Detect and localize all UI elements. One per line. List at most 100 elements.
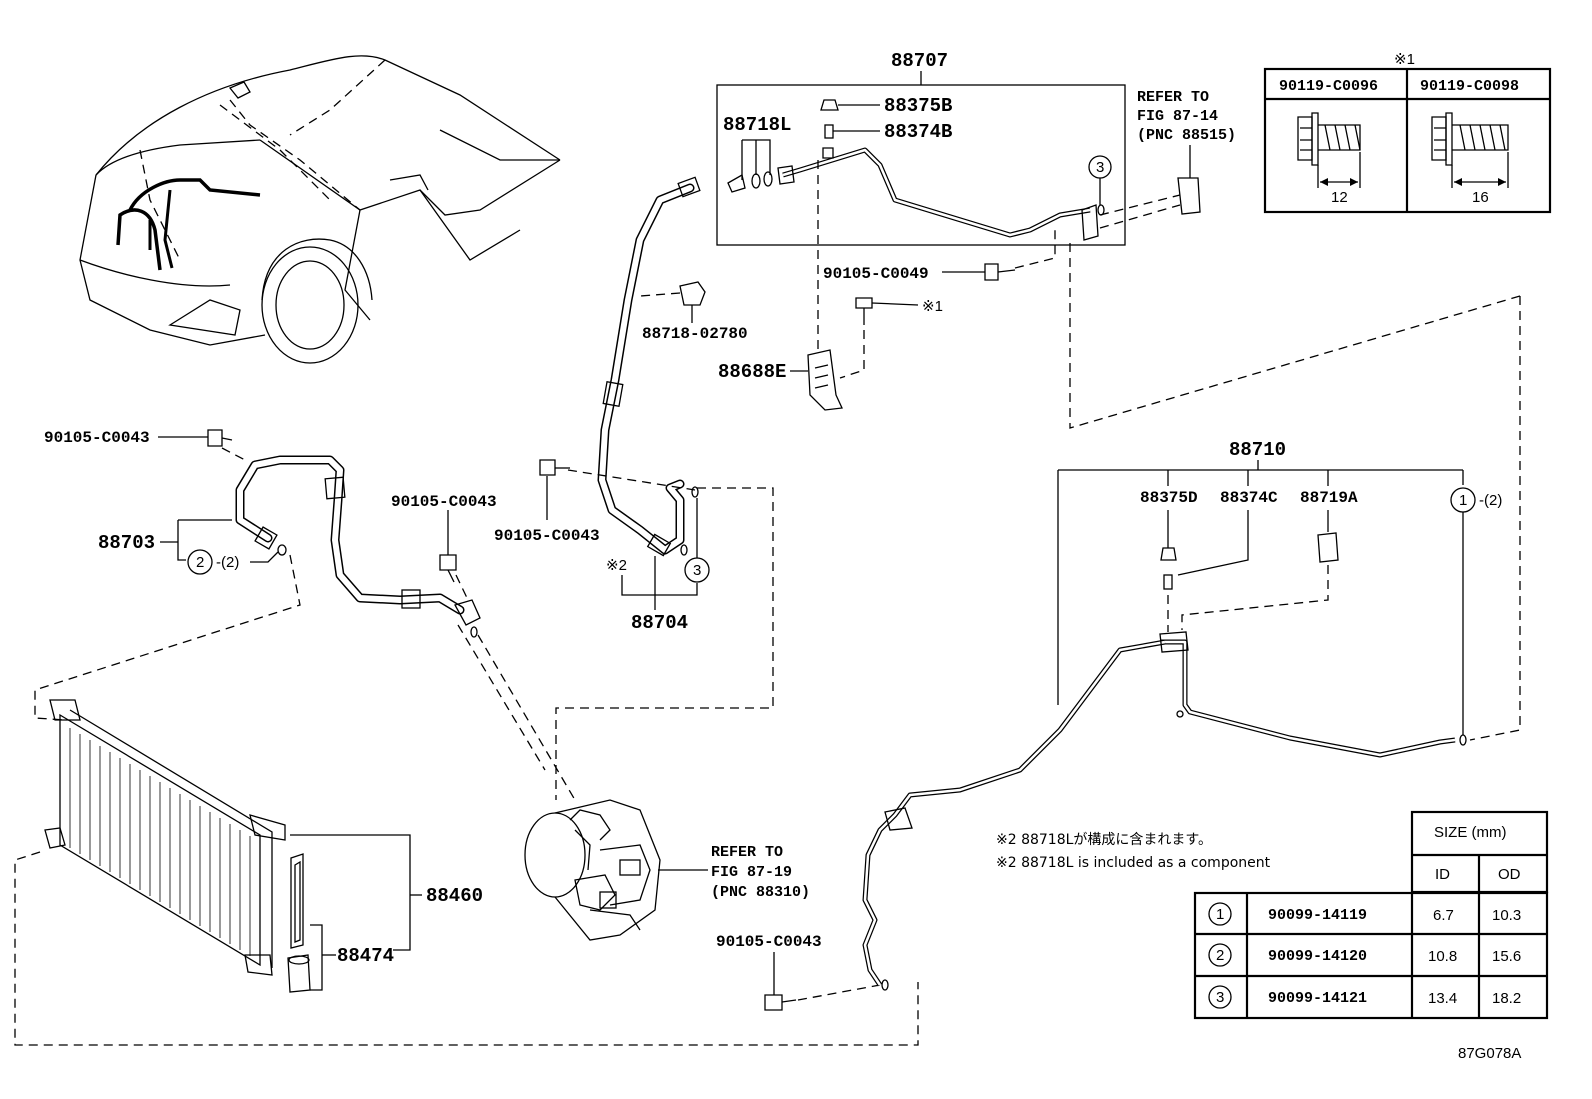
svg-text:90119-C0096: 90119-C0096	[1279, 78, 1378, 95]
part-label-88375B: 88375B	[884, 95, 952, 117]
svg-text:13.4: 13.4	[1428, 990, 1457, 1007]
svg-text:18.2: 18.2	[1492, 990, 1521, 1007]
svg-text:90105-C0043: 90105-C0043	[44, 429, 150, 447]
note-en: ※2 88718L is included as a component	[996, 855, 1271, 871]
svg-text:90099-14121: 90099-14121	[1268, 990, 1367, 1007]
part-label-88707: 88707	[891, 50, 948, 72]
svg-text:90119-C0098: 90119-C0098	[1420, 78, 1519, 95]
svg-text:(PNC 88515): (PNC 88515)	[1137, 127, 1236, 144]
bolt-reference-table: ※1 90119-C0096 90119-C0098 12	[1263, 51, 1552, 214]
svg-text:90105-C0043: 90105-C0043	[716, 933, 822, 951]
o-ring-icon	[763, 171, 773, 187]
svg-text:10.8: 10.8	[1428, 948, 1457, 965]
svg-text:1: 1	[1216, 906, 1224, 923]
receiver-88474: 88474	[287, 853, 394, 993]
flange-bolt-icon: 12	[1297, 112, 1361, 206]
svg-text:88719A: 88719A	[1300, 489, 1358, 507]
svg-text:OD: OD	[1498, 866, 1521, 883]
svg-text:15.6: 15.6	[1492, 948, 1521, 965]
svg-text:88474: 88474	[337, 945, 394, 967]
svg-text:-(2): -(2)	[1479, 492, 1502, 509]
svg-text:88718-02780: 88718-02780	[642, 325, 748, 343]
clamp-88718-02780: 88718-02780	[639, 281, 748, 343]
table-row: 2 90099-14120 10.8 15.6	[1208, 943, 1521, 967]
o-ring-size-table: SIZE (mm) ID OD 1 90099-14119 6.7 10.3 2…	[1193, 810, 1549, 1020]
svg-text:6.7: 6.7	[1433, 907, 1454, 924]
svg-text:REFER TO: REFER TO	[711, 844, 783, 861]
bolt-icon	[439, 554, 457, 571]
group-88707: 88707 88375B 88374B 88718L 3	[716, 50, 1126, 246]
bolt-icon	[855, 297, 873, 309]
o-ring-callout-2	[187, 549, 213, 575]
condenser-88460: 88460	[14, 699, 919, 1046]
figure-id: 87G078A	[1458, 1045, 1521, 1062]
svg-text:88710: 88710	[1229, 439, 1286, 461]
svg-text:FIG 87-19: FIG 87-19	[711, 864, 792, 881]
svg-text:※1: ※1	[922, 298, 943, 315]
bracket-88688E: 88688E	[718, 160, 843, 411]
hose-88703: 90105-C0043 88703 2 -(2)	[34, 429, 481, 721]
compressor-illustration: REFER TO FIG 87-19 (PNC 88310)	[524, 799, 810, 941]
bolt-90105-C0043-d: 90105-C0043	[716, 933, 881, 1011]
bolt-90105-C0049: 90105-C0049	[823, 230, 1056, 283]
bracket-icon	[807, 349, 843, 411]
svg-text:10.3: 10.3	[1492, 907, 1521, 924]
pipe-block-icon	[1159, 631, 1189, 653]
bolt-star1: ※1	[839, 297, 943, 379]
vehicle-illustration	[79, 55, 561, 364]
clip-icon	[727, 174, 746, 193]
svg-text:-(2): -(2)	[216, 554, 239, 571]
pressure-switch-icon	[1317, 532, 1339, 563]
table-row: 1 90099-14119 6.7 10.3	[1208, 902, 1521, 926]
bolt-icon	[984, 263, 999, 281]
flange-bolt-icon: 16	[1431, 112, 1509, 206]
svg-text:FIG 87-14: FIG 87-14	[1137, 108, 1218, 125]
svg-text:ID: ID	[1435, 866, 1450, 883]
expansion-valve-icon	[1177, 177, 1201, 215]
clamp-icon	[679, 281, 706, 306]
service-cap-icon	[1160, 547, 1177, 561]
pipe-88710: 88710 88375D 88374C 88719A 1 -(2)	[862, 240, 1521, 991]
svg-text:88703: 88703	[98, 532, 155, 554]
hose-88704: ※2 3 88704	[555, 176, 774, 800]
reference-fig-87-14: REFER TO FIG 87-14 (PNC 88515)	[1099, 89, 1236, 229]
bolt-icon	[539, 459, 556, 476]
svg-text:REFER TO: REFER TO	[1137, 89, 1209, 106]
bolt-icon	[207, 429, 223, 447]
svg-text:1: 1	[1459, 492, 1467, 509]
note-jp: ※2 88718Lが構成に含まれます。	[996, 832, 1212, 848]
svg-text:90099-14120: 90099-14120	[1268, 948, 1367, 965]
svg-text:88704: 88704	[631, 612, 688, 634]
valve-core-icon	[824, 124, 834, 139]
service-cap-icon	[820, 99, 839, 111]
svg-text:90105-C0043: 90105-C0043	[391, 493, 497, 511]
svg-text:3: 3	[693, 562, 701, 579]
svg-text:90099-14119: 90099-14119	[1268, 907, 1367, 924]
svg-text:2: 2	[196, 554, 204, 571]
svg-text:90105-C0043: 90105-C0043	[494, 527, 600, 545]
part-label-88718L: 88718L	[723, 114, 791, 136]
svg-text:※2: ※2	[606, 557, 627, 574]
svg-text:88375D: 88375D	[1140, 489, 1198, 507]
svg-text:12: 12	[1331, 189, 1348, 206]
svg-text:88460: 88460	[426, 885, 483, 907]
svg-text:3: 3	[1216, 989, 1224, 1006]
o-ring-icon	[751, 173, 761, 189]
bolt-90105-C0043-b: 90105-C0043	[494, 459, 600, 545]
svg-text:(PNC 88310): (PNC 88310)	[711, 884, 810, 901]
table-row: 3 90099-14121 13.4 18.2	[1208, 985, 1521, 1009]
bolt-90105-C0043-c: 90105-C0043	[391, 493, 576, 801]
bolt-icon	[764, 994, 783, 1011]
part-label-88374B: 88374B	[884, 121, 952, 143]
svg-text:3: 3	[1096, 159, 1104, 176]
svg-text:88374C: 88374C	[1220, 489, 1278, 507]
component-notes: ※2 88718Lが構成に含まれます。 ※2 88718L is include…	[996, 832, 1271, 871]
svg-text:※1: ※1	[1394, 51, 1415, 68]
svg-text:90105-C0049: 90105-C0049	[823, 265, 929, 283]
pipe-block-icon	[1081, 204, 1099, 241]
svg-text:16: 16	[1472, 189, 1489, 206]
svg-text:88688E: 88688E	[718, 361, 786, 383]
table-header-size: SIZE (mm)	[1434, 824, 1507, 841]
valve-core-icon	[1163, 574, 1173, 590]
